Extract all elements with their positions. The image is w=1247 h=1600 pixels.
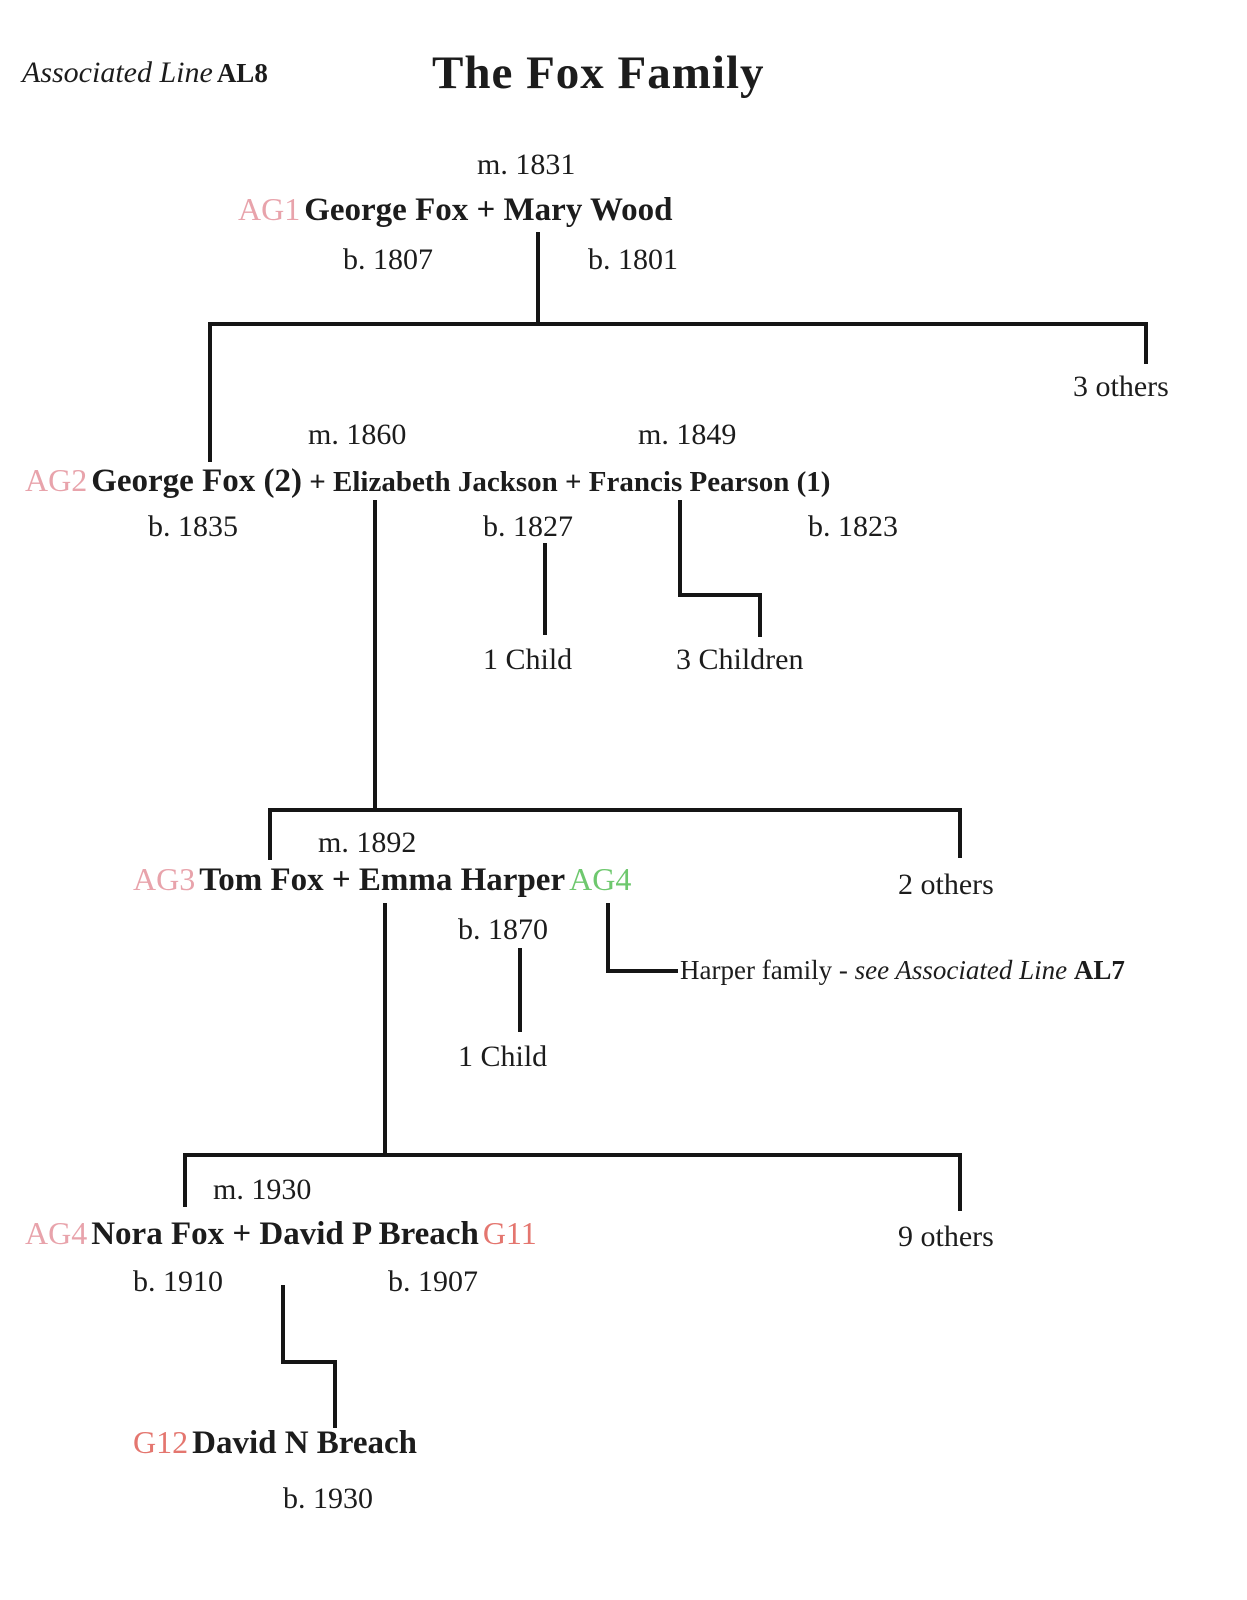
- gen5-birth: b. 1930: [283, 1482, 373, 1515]
- harper-family-note: Harper family - see Associated Line AL7: [680, 955, 1125, 986]
- connector-gen1-sibling-bar: [208, 322, 1148, 326]
- gen5-person: G12 David N Breach: [133, 1424, 418, 1461]
- gen1-others: 3 others: [1073, 370, 1169, 403]
- gen4-others: 9 others: [898, 1220, 994, 1253]
- gen4-couple: AG4 Nora Fox + David P Breach G11: [25, 1215, 537, 1252]
- gen4-tag: AG4: [25, 1215, 88, 1251]
- connector-gen4-sibling-bar: [183, 1153, 962, 1157]
- gen3-wife-children: 1 Child: [458, 1040, 548, 1073]
- gen1-husband-birth: b. 1807: [343, 243, 433, 276]
- gen3-marriage-date: m. 1892: [318, 826, 417, 859]
- connector-gen4-others-drop: [958, 1153, 962, 1211]
- gen2-couple: AG2 George Fox (2) + Elizabeth Jackson +…: [25, 462, 831, 499]
- gen2-name-rest: + Elizabeth Jackson + Francis Pearson (1…: [301, 466, 831, 498]
- gen4-husband-birth: b. 1907: [388, 1265, 478, 1298]
- associated-line-label: Associated Line: [22, 56, 213, 89]
- gen1-couple: AG1 George Fox + Mary Wood: [238, 191, 673, 228]
- connector-gen3-left-drop: [268, 808, 272, 860]
- gen1-names: George Fox + Mary Wood: [304, 192, 673, 228]
- gen2-second-husband-birth: b. 1823: [808, 510, 898, 543]
- gen1-marriage-date: m. 1831: [477, 148, 576, 181]
- connector-elizabeth-child-drop: [543, 543, 547, 635]
- connector-harper-drop: [606, 903, 610, 973]
- gen3-wife-birth: b. 1870: [458, 913, 548, 946]
- associated-line-header: Associated Line AL8: [22, 56, 268, 89]
- gen3-names: Tom Fox + Emma Harper: [199, 862, 566, 898]
- connector-pearson-drop-2: [758, 593, 762, 637]
- gen3-couple: AG3 Tom Fox + Emma Harper AG4: [133, 861, 632, 898]
- gen3-others: 2 others: [898, 868, 994, 901]
- gen1-wife-birth: b. 1801: [588, 243, 678, 276]
- connector-gen5-step: [281, 1360, 337, 1364]
- connector-pearson-drop-1: [678, 500, 682, 597]
- gen2-tag: AG2: [25, 462, 88, 498]
- gen4-marriage-date: m. 1930: [213, 1173, 312, 1206]
- harper-note-code: AL7: [1073, 955, 1125, 985]
- connector-emma-child-drop: [518, 948, 522, 1032]
- connector-gen3-main-drop: [373, 500, 377, 812]
- gen2-name-main: George Fox (2): [91, 463, 302, 499]
- connector-gen4-main-drop: [383, 903, 387, 1157]
- connector-gen2-drop: [208, 322, 212, 462]
- gen2-wife-birth: b. 1827: [483, 510, 573, 543]
- gen4-wife-birth: b. 1910: [133, 1265, 223, 1298]
- gen1-tag: AG1: [238, 191, 301, 227]
- connector-pearson-step: [678, 593, 762, 597]
- connector-gen5-drop-2: [333, 1360, 337, 1428]
- associated-line-code: AL8: [216, 58, 268, 88]
- connector-gen5-drop-1: [281, 1285, 285, 1364]
- gen3-wife-tag: AG4: [569, 861, 632, 897]
- connector-gen3-sibling-bar: [268, 808, 962, 812]
- gen4-names: Nora Fox + David P Breach: [91, 1216, 479, 1252]
- gen4-husband-tag: G11: [482, 1215, 537, 1251]
- gen2-second-husband-children: 3 Children: [676, 643, 804, 676]
- connector-gen1-others-drop: [1144, 322, 1148, 364]
- harper-note-italic: see Associated Line: [854, 955, 1074, 985]
- connector-gen4-left-drop: [183, 1153, 187, 1207]
- connector-gen1-drop: [536, 232, 540, 324]
- gen5-name: David N Breach: [192, 1425, 418, 1461]
- gen2-wife-children: 1 Child: [483, 643, 573, 676]
- page-title: The Fox Family: [432, 47, 765, 99]
- gen2-marriage-left: m. 1860: [308, 418, 407, 451]
- harper-note-plain: Harper family -: [680, 955, 855, 985]
- gen5-tag: G12: [133, 1424, 189, 1460]
- gen2-husband-birth: b. 1835: [148, 510, 238, 543]
- gen3-tag: AG3: [133, 861, 196, 897]
- connector-harper-arm: [606, 969, 678, 973]
- connector-gen3-others-drop: [958, 808, 962, 858]
- gen2-marriage-right: m. 1849: [638, 418, 737, 451]
